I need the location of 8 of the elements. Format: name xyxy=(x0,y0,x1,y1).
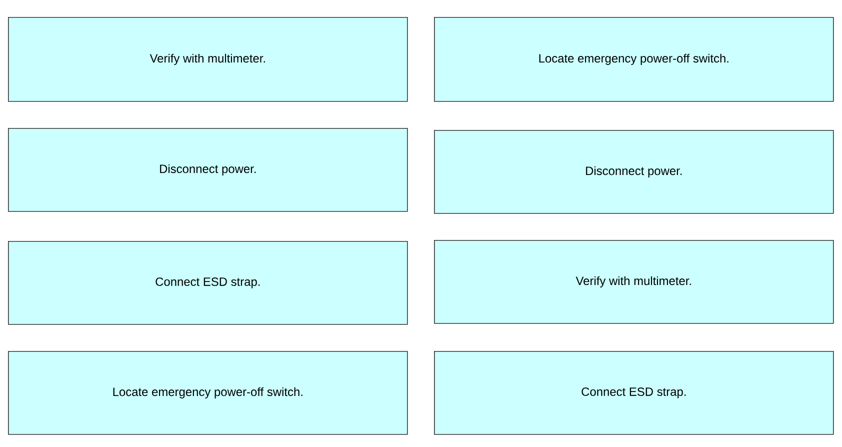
step-box: Verify with multimeter. xyxy=(8,17,408,102)
step-box: Locate emergency power-off switch. xyxy=(8,351,408,435)
step-box: Locate emergency power-off switch. xyxy=(434,17,834,102)
step-box: Connect ESD strap. xyxy=(434,351,834,435)
step-box: Connect ESD strap. xyxy=(8,241,408,325)
step-box: Disconnect power. xyxy=(434,130,834,214)
step-box: Disconnect power. xyxy=(8,128,408,212)
step-box: Verify with multimeter. xyxy=(434,240,834,324)
